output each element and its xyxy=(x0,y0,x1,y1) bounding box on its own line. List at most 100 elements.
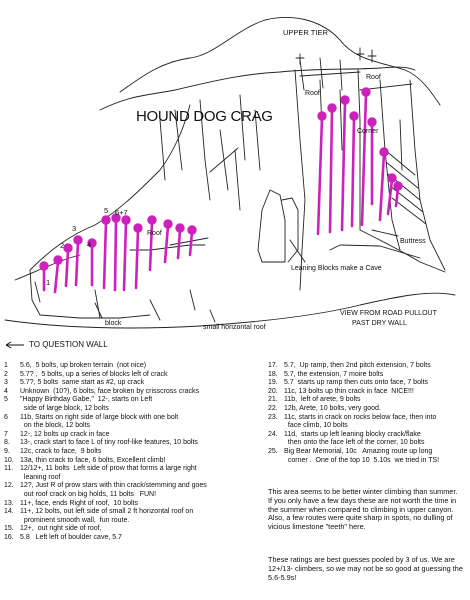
route-list-number: 25. xyxy=(268,447,278,455)
route-anchor xyxy=(327,103,337,113)
route-list-item: 16.5.8 Left left of boulder cave, 5.7 xyxy=(4,534,266,543)
block-label: block xyxy=(105,320,122,327)
route-list-description: 5.7?, 5 bolts same start as #2, up crack xyxy=(20,379,145,387)
route-list-item: 25. Big Bear Memorial, 10c Amazing route … xyxy=(268,448,466,465)
route-list-description: 11+, face, ends Right of roof, 10 bolts xyxy=(20,499,138,507)
route-anchor xyxy=(349,111,359,121)
small-roof-label: small horizontal roof xyxy=(203,324,266,331)
route-list-number: 18. xyxy=(268,370,278,378)
question-wall-label: TO QUESTION WALL xyxy=(29,340,108,349)
route-line xyxy=(134,228,140,290)
route-list-number: 20. xyxy=(268,387,278,395)
route-list-item: 14.11+, 12 bolts, out left side of small… xyxy=(4,508,266,525)
route-anchor xyxy=(361,87,371,97)
route-anchor xyxy=(121,215,131,225)
route-list-item: 6 11b, Starts on right side of large bloc… xyxy=(4,414,266,431)
route-list-description: 11d, starts up left leaning blocky crack… xyxy=(284,430,425,447)
route-list-description: 5.7 starts up ramp then cuts onto face, … xyxy=(284,379,428,387)
route-list-description: 5.7, the extension, 7 moire bolts xyxy=(284,370,384,378)
route-list-item: 24. 11d, starts up left leaning blocky cr… xyxy=(268,431,466,448)
route-list-description: 13a, thin crack to face, 6 bolts, Excell… xyxy=(20,456,166,464)
route-anchor xyxy=(63,243,73,253)
roof-label-mid: Roof xyxy=(305,90,320,97)
route-list-item: 13.11+, face, ends Right of roof, 10 bol… xyxy=(4,500,266,509)
route-anchor xyxy=(39,261,49,271)
route-anchor xyxy=(101,215,111,225)
route-list-number: 3 xyxy=(4,379,8,387)
buttress-label: Buttress xyxy=(400,238,426,245)
route-list-number: 15. xyxy=(4,525,14,533)
route-list-description: 11b, left of arete, 9 bolts xyxy=(284,396,361,404)
roof-label-right: Roof xyxy=(366,74,381,81)
route-list-item: 23.11c, starts in crack on rocks below f… xyxy=(268,414,466,431)
route-number-2: 2 xyxy=(60,241,65,250)
route-list-item: 17.5.7, Up ramp, then 2nd pitch extensio… xyxy=(268,362,466,371)
route-list-description: 12?, Just R of prow stars with thin crac… xyxy=(20,482,207,498)
route-list-description: 12b, Arete, 10 bolts, very good. xyxy=(284,404,381,412)
route-list-number: 8. xyxy=(4,439,10,447)
route-line xyxy=(74,240,80,287)
route-list-number: 6 xyxy=(4,413,8,421)
route-anchor xyxy=(73,235,83,245)
route-anchor xyxy=(147,215,157,225)
route-list-item: 21. 11b, left of arete, 9 bolts xyxy=(268,396,466,405)
route-list-number: 2 xyxy=(4,370,8,378)
route-list-description: 5.7? , 5 bolts, up a series of blocks le… xyxy=(20,370,168,378)
route-list-item: 2 5.7? , 5 bolts, up a series of blocks l… xyxy=(4,371,266,380)
route-line xyxy=(378,152,386,222)
route-list-number: 19. xyxy=(268,379,278,387)
note-winter: This area seems to be better winter clim… xyxy=(268,487,458,532)
route-line xyxy=(113,218,118,292)
route-line xyxy=(122,220,128,292)
route-line xyxy=(340,100,347,232)
route-list-item: 15.12+, out right side of roof, xyxy=(4,525,266,534)
route-number-3: 3 xyxy=(72,224,77,233)
route-list-description: "Happy Birthday Gabe," 12-, starts on Le… xyxy=(20,396,153,412)
route-list-number: 22. xyxy=(268,404,278,412)
route-list-description: 12c, crack to face, 9 bolts xyxy=(20,447,102,455)
route-list-item: 19. 5.7 starts up ramp then cuts onto fac… xyxy=(268,379,466,388)
route-list-number: 10. xyxy=(4,456,14,464)
route-list-number: 7 xyxy=(4,430,8,438)
route-anchor xyxy=(111,213,121,223)
route-list-item: 3 5.7?, 5 bolts same start as #2, up crac… xyxy=(4,379,266,388)
route-line xyxy=(350,116,356,228)
route-list-description: Unknown (10?), 6 bolts, face broken by c… xyxy=(20,387,199,395)
route-line xyxy=(386,178,394,216)
route-list-description: Big Bear Memorial, 10c Amazing route up … xyxy=(284,447,440,464)
route-list-item: 9.12c, crack to face, 9 bolts xyxy=(4,448,266,457)
route-list-description: 13-, crack start to face L of tiny roof-… xyxy=(20,439,198,447)
route-number-4: 4 xyxy=(87,240,92,249)
route-line xyxy=(64,248,70,288)
route-list-description: 11b, Starts on right side of large block… xyxy=(20,413,179,430)
upper-tier-label: UPPER TIER xyxy=(283,28,328,37)
route-list-item: 8. 13-, crack start to face L of tiny roo… xyxy=(4,439,266,448)
route-line xyxy=(328,108,334,234)
leaning-blocks-label: Leaning Blocks make a Cave xyxy=(291,265,382,272)
route-list-number: 12. xyxy=(4,482,14,490)
route-anchor xyxy=(163,219,173,229)
route-list-number: 21. xyxy=(268,396,278,404)
route-list-number: 23. xyxy=(268,413,278,421)
route-list-number: 24. xyxy=(268,430,278,438)
question-wall-direction: TO QUESTION WALL xyxy=(5,340,108,349)
route-number-1: 1 xyxy=(46,278,51,287)
route-line xyxy=(102,220,108,290)
view-label-line2: PAST DRY WALL xyxy=(352,320,407,327)
corner-label: Corner xyxy=(357,128,379,135)
route-anchor xyxy=(133,223,143,233)
route-list-item: 11.12/12+, 11 bolts Left side of prow th… xyxy=(4,465,266,482)
route-list-number: 16. xyxy=(4,533,14,541)
route-list-item: 5"Happy Birthday Gabe," 12-, starts on L… xyxy=(4,396,266,413)
route-list-item: 12. 12?, Just R of prow stars with thin c… xyxy=(4,482,266,499)
route-list-item: 22. 12b, Arete, 10 bolts, very good. xyxy=(268,405,466,414)
route-line xyxy=(394,186,400,208)
route-line xyxy=(176,228,182,260)
route-line xyxy=(53,260,60,294)
route-list-description: 11c, 13 bolts up thin crack in face NICE… xyxy=(284,387,414,395)
note-ratings: These ratings are best guesses pooled by… xyxy=(268,555,463,582)
route-anchor xyxy=(317,111,327,121)
route-lines xyxy=(39,87,403,294)
